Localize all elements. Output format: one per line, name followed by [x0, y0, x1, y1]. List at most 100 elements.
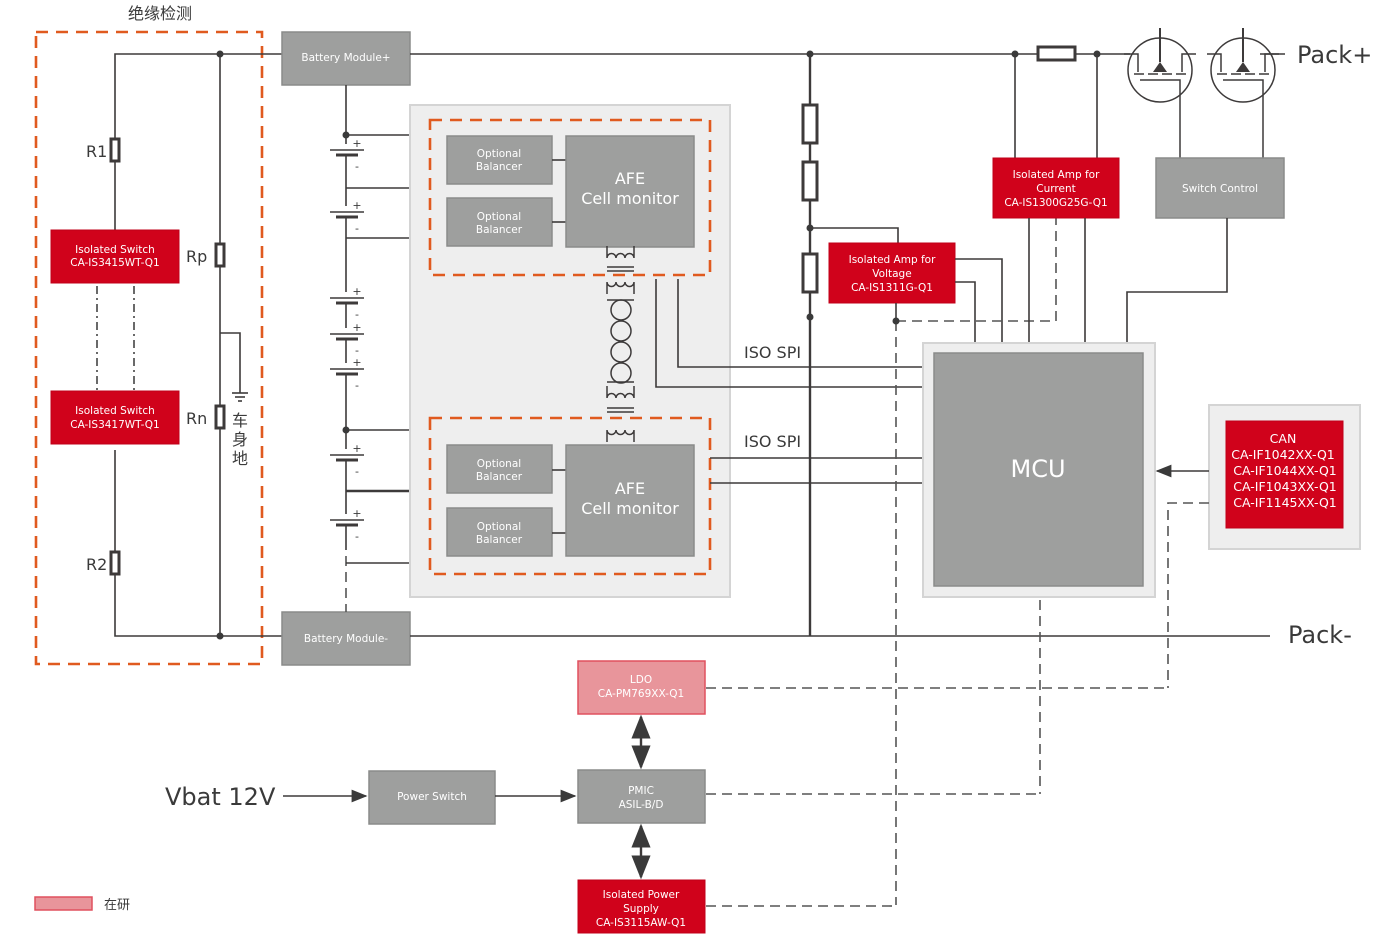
cell-gap: [333, 363, 361, 373]
iso-spi-wires: [655, 279, 924, 484]
junction-dot: [806, 313, 814, 321]
label-rp: Rp: [186, 247, 207, 266]
divider-resistor-3: [801, 252, 819, 294]
mosfet-icon: [1207, 28, 1279, 158]
switch-control[interactable]: Switch Control: [1155, 157, 1285, 219]
resistor-r1: [109, 137, 121, 163]
balancer-label: Optional: [477, 521, 521, 533]
afe-cell-monitor-top[interactable]: AFE Cell monitor: [565, 135, 695, 248]
ldo[interactable]: LDO CA-PM769XX-Q1: [577, 660, 706, 715]
coil-winding: [606, 429, 635, 442]
iso-power-line2: Supply: [623, 903, 659, 915]
isolated-switch-bottom-line1: Isolated Switch: [75, 405, 155, 417]
mosfet-gate: [1223, 79, 1264, 158]
balancer-label: Optional: [477, 148, 521, 160]
label-r1: R1: [86, 142, 107, 161]
optional-balancer-bottom-1[interactable]: Optional Balancer: [446, 444, 553, 494]
divider-resistor-2: [801, 160, 819, 202]
junction-dot: [806, 50, 814, 58]
can-line: CA-IF1043XX-Q1: [1233, 479, 1336, 494]
insulation-wires: [96, 53, 282, 637]
resistor-r2: [109, 550, 121, 576]
cell-minus-label: -: [355, 308, 359, 321]
mosfet-gate: [1140, 79, 1181, 158]
afe-label: AFE: [615, 169, 645, 188]
power-switch[interactable]: Power Switch: [368, 770, 496, 825]
pmic[interactable]: PMIC ASIL-B/D: [577, 769, 706, 824]
isolation-transformer-chain-icon: [606, 246, 635, 442]
afe-cell-monitor-bottom[interactable]: AFE Cell monitor: [565, 444, 695, 557]
junction-dot: [342, 131, 350, 139]
battery-cell-icon: +-: [330, 356, 364, 392]
isolated-switch-top[interactable]: Isolated Switch CA-IS3415WT-Q1: [50, 229, 180, 284]
chassis-ground-label-1: 车: [232, 411, 248, 430]
coil-icon: [606, 429, 635, 442]
divider-resistor-1: [801, 103, 819, 145]
isolated-switch-bottom-line2: CA-IS3417WT-Q1: [70, 419, 160, 431]
cell-plus-label: +: [352, 442, 361, 455]
can-transceiver[interactable]: CAN CA-IF1042XX-Q1 CA-IF1044XX-Q1 CA-IF1…: [1225, 420, 1344, 529]
optional-balancer-bottom-2[interactable]: Optional Balancer: [446, 507, 553, 557]
mosfet-icon: [1124, 28, 1196, 158]
battery-cell-icon: +-: [330, 285, 364, 321]
amp-current-line2: Current: [1036, 183, 1075, 195]
battery-cell-icon: +-: [330, 137, 364, 173]
balancer-label: Balancer: [476, 224, 523, 236]
chassis-ground-icon: [232, 392, 248, 402]
can-line: CA-IF1042XX-Q1: [1231, 447, 1334, 462]
mosfet-switches-icon: [1124, 28, 1279, 158]
junction-dot: [216, 50, 224, 58]
optional-balancer-top-2[interactable]: Optional Balancer: [446, 197, 553, 247]
balancer-label: Balancer: [476, 534, 523, 546]
mosfet-drain: [1181, 53, 1196, 72]
cell-gap: [333, 328, 361, 338]
coil-icon: [606, 386, 635, 399]
isolated-switch-bottom[interactable]: Isolated Switch CA-IS3417WT-Q1: [50, 390, 180, 445]
iso-power-line3: CA-IS3115AW-Q1: [596, 917, 686, 929]
cell-plus-label: +: [352, 507, 361, 520]
legend-label: 在研: [104, 898, 130, 913]
battery-cell-icon: +-: [330, 507, 364, 543]
amp-current-line1: Isolated Amp for: [1013, 169, 1100, 181]
mcu[interactable]: MCU: [933, 352, 1144, 587]
cell-plus-label: +: [352, 321, 361, 334]
ldo-line1: LDO: [630, 674, 652, 686]
mosfet-diode: [1236, 62, 1250, 72]
iso-power-line1: Isolated Power: [603, 889, 680, 901]
battery-cell-icon: +-: [330, 199, 364, 235]
label-rn: Rn: [186, 409, 207, 428]
isolated-amp-current[interactable]: Isolated Amp for Current CA-IS1300G25G-Q…: [992, 157, 1120, 219]
cell-minus-label: -: [355, 465, 359, 478]
isolated-amp-voltage[interactable]: Isolated Amp for Voltage CA-IS1311G-Q1: [828, 242, 956, 304]
twisted-pair-loop: [610, 341, 632, 363]
pack-minus-label: Pack-: [1288, 621, 1352, 649]
mosfet-diode: [1153, 62, 1167, 72]
junction-dot: [892, 317, 900, 325]
amp-voltage-wires: [895, 215, 1057, 905]
balancer-label: Optional: [477, 458, 521, 470]
resistor-rn: [214, 404, 226, 430]
afe-label: Cell monitor: [581, 189, 679, 208]
battery-module-plus[interactable]: Battery Module+: [281, 31, 411, 86]
pack-plus-label: Pack+: [1297, 41, 1372, 69]
battery-cell-icon: +-: [330, 321, 364, 357]
resistor-rp: [214, 242, 226, 268]
cell-plus-label: +: [352, 137, 361, 150]
cell-gap: [333, 144, 361, 154]
mosfet-source: [1124, 53, 1139, 72]
twisted-pair-loop: [610, 362, 632, 384]
pmic-line2: ASIL-B/D: [619, 799, 664, 811]
mosfet-source: [1207, 53, 1222, 72]
can-line: CAN: [1270, 431, 1297, 446]
coil-winding: [606, 246, 635, 259]
battery-module-minus[interactable]: Battery Module-: [281, 611, 411, 666]
battery-cell-icon: +-: [330, 442, 364, 478]
legend-swatch: [34, 896, 93, 911]
optional-balancer-top-1[interactable]: Optional Balancer: [446, 135, 553, 185]
isolated-power-supply[interactable]: Isolated Power Supply CA-IS3115AW-Q1: [577, 879, 706, 934]
cell-gap: [333, 206, 361, 216]
battery-module-plus-label: Battery Module+: [301, 52, 390, 64]
isolated-switch-top-line2: CA-IS3415WT-Q1: [70, 257, 160, 269]
pmic-line1: PMIC: [628, 785, 654, 797]
